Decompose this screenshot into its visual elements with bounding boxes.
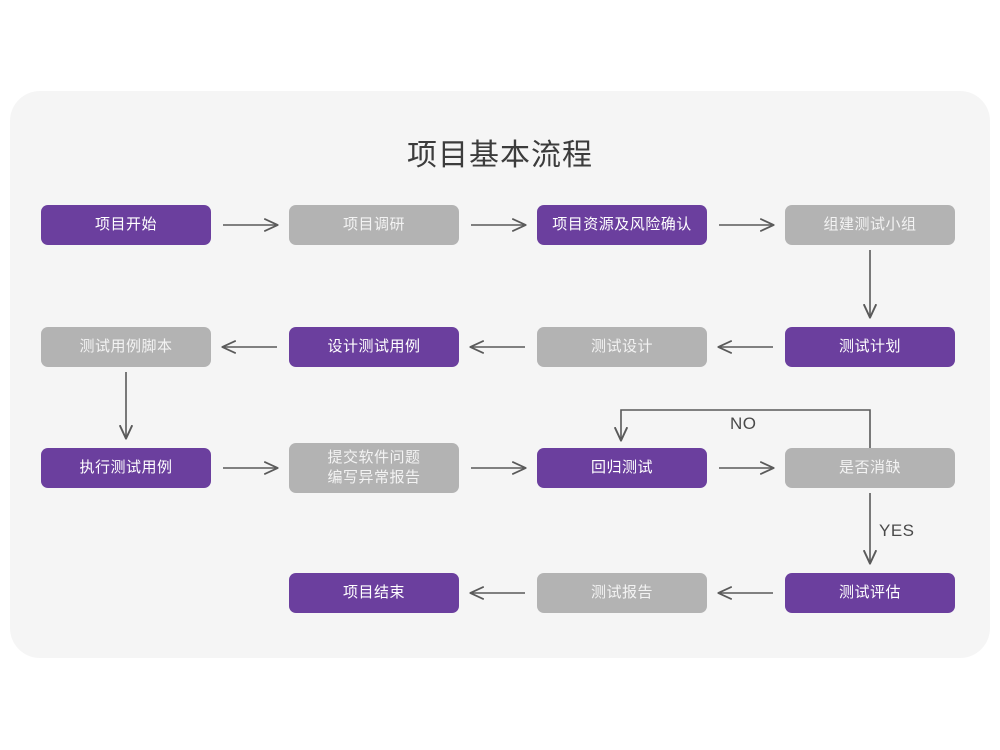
node-form-test-team[interactable]: 组建测试小组 (785, 205, 955, 245)
node-test-plan[interactable]: 测试计划 (785, 327, 955, 367)
node-project-research[interactable]: 项目调研 (289, 205, 459, 245)
node-submit-defect-report[interactable]: 提交软件问题 编写异常报告 (289, 443, 459, 493)
node-test-evaluation[interactable]: 测试评估 (785, 573, 955, 613)
node-test-design[interactable]: 测试设计 (537, 327, 707, 367)
node-design-test-case[interactable]: 设计测试用例 (289, 327, 459, 367)
node-test-report[interactable]: 测试报告 (537, 573, 707, 613)
edge-label-no: NO (730, 414, 757, 433)
node-project-start[interactable]: 项目开始 (41, 205, 211, 245)
node-project-end[interactable]: 项目结束 (289, 573, 459, 613)
node-resource-risk-confirm[interactable]: 项目资源及风险确认 (537, 205, 707, 245)
edge-label-yes: YES (879, 521, 915, 540)
node-regression-test[interactable]: 回归测试 (537, 448, 707, 488)
node-defect-resolved[interactable]: 是否消缺 (785, 448, 955, 488)
node-test-case-script[interactable]: 测试用例脚本 (41, 327, 211, 367)
page-title: 项目基本流程 (407, 139, 593, 172)
flowchart-panel (10, 91, 990, 658)
node-execute-test-case[interactable]: 执行测试用例 (41, 448, 211, 488)
